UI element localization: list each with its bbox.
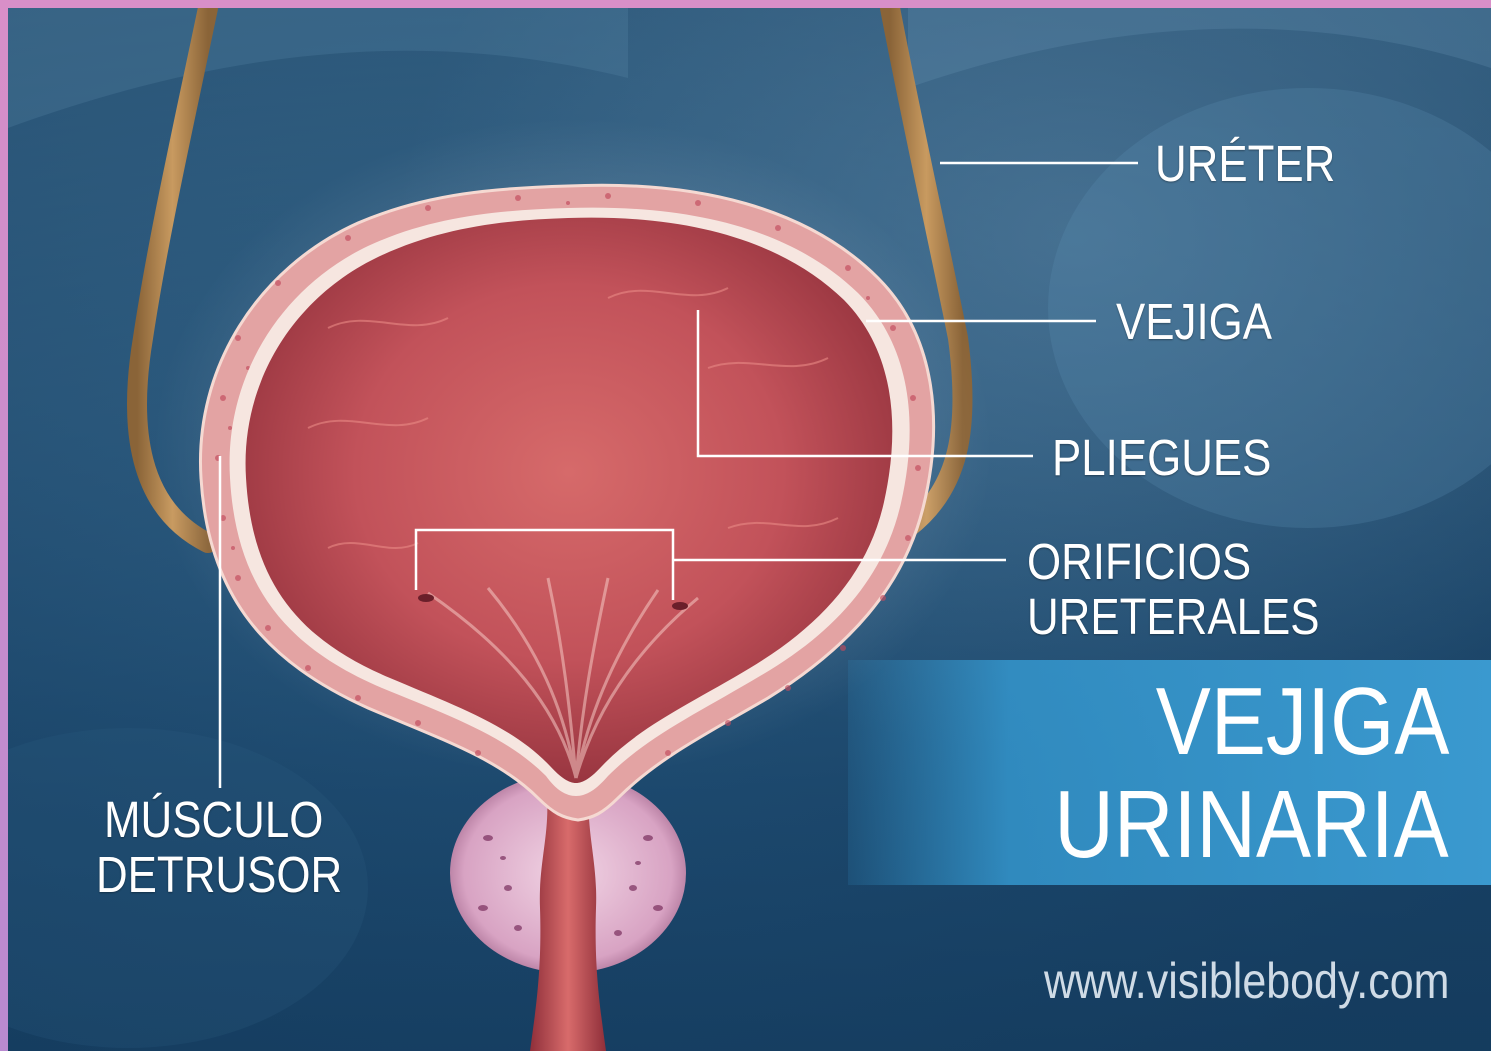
label-ureter: URÉTER xyxy=(1155,138,1335,189)
label-detrusor-line2: DETRUSOR xyxy=(96,849,342,900)
label-bladder: VEJIGA xyxy=(1116,296,1272,347)
diagram-canvas: URÉTER VEJIGA PLIEGUES ORIFICIOS URETERA… xyxy=(8,8,1491,1051)
label-detrusor-line1: MÚSCULO xyxy=(104,794,323,845)
title-band: VEJIGA URINARIA xyxy=(848,660,1491,885)
label-orifices-line2: URETERALES xyxy=(1027,591,1319,642)
title-line2: URINARIA xyxy=(1055,777,1449,873)
label-folds: PLIEGUES xyxy=(1052,432,1271,483)
label-orifices-line1: ORIFICIOS xyxy=(1027,536,1251,587)
website-url: www.visiblebody.com xyxy=(1044,956,1449,1006)
title-line1: VEJIGA xyxy=(1155,674,1449,770)
